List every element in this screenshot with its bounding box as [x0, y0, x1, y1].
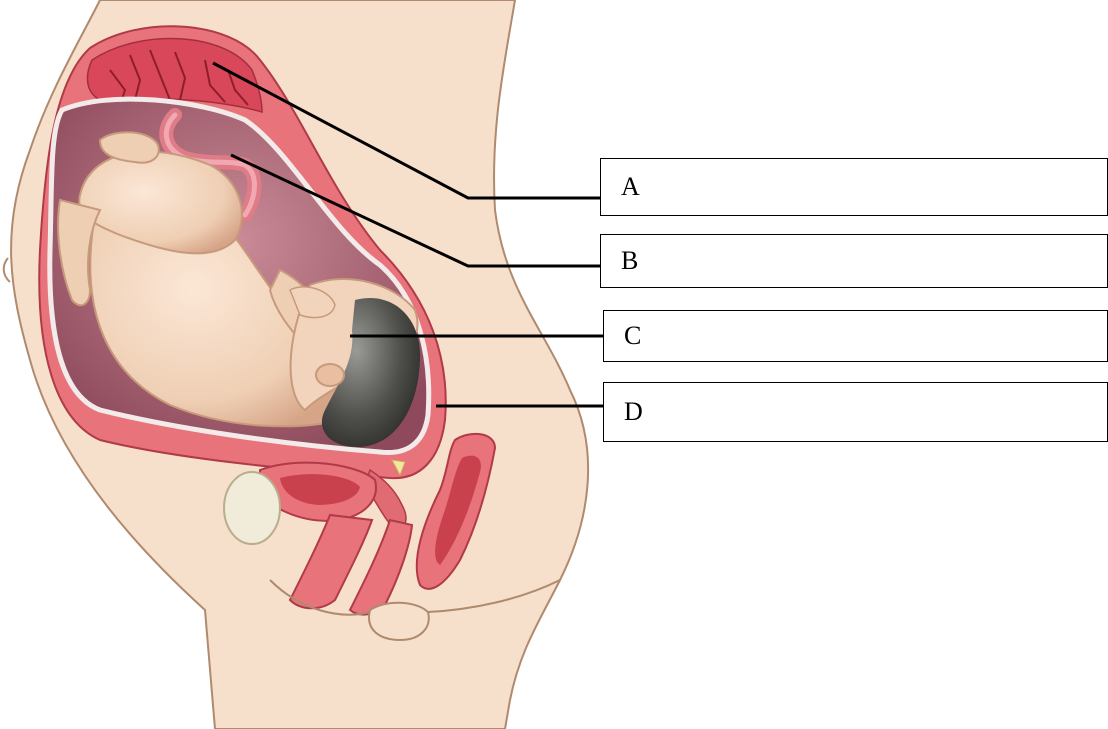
label-c-text: C — [624, 321, 641, 351]
label-a-text: A — [621, 172, 640, 202]
label-box-d[interactable]: D — [603, 382, 1108, 442]
label-box-b[interactable]: B — [600, 234, 1108, 288]
label-box-a[interactable]: A — [600, 158, 1108, 216]
perineum — [369, 603, 429, 640]
navel-contour — [4, 258, 10, 282]
pubic-bone — [224, 472, 280, 544]
fetus-ear — [316, 364, 344, 386]
label-b-text: B — [621, 246, 638, 276]
label-box-c[interactable]: C — [603, 310, 1108, 362]
label-d-text: D — [624, 397, 643, 427]
